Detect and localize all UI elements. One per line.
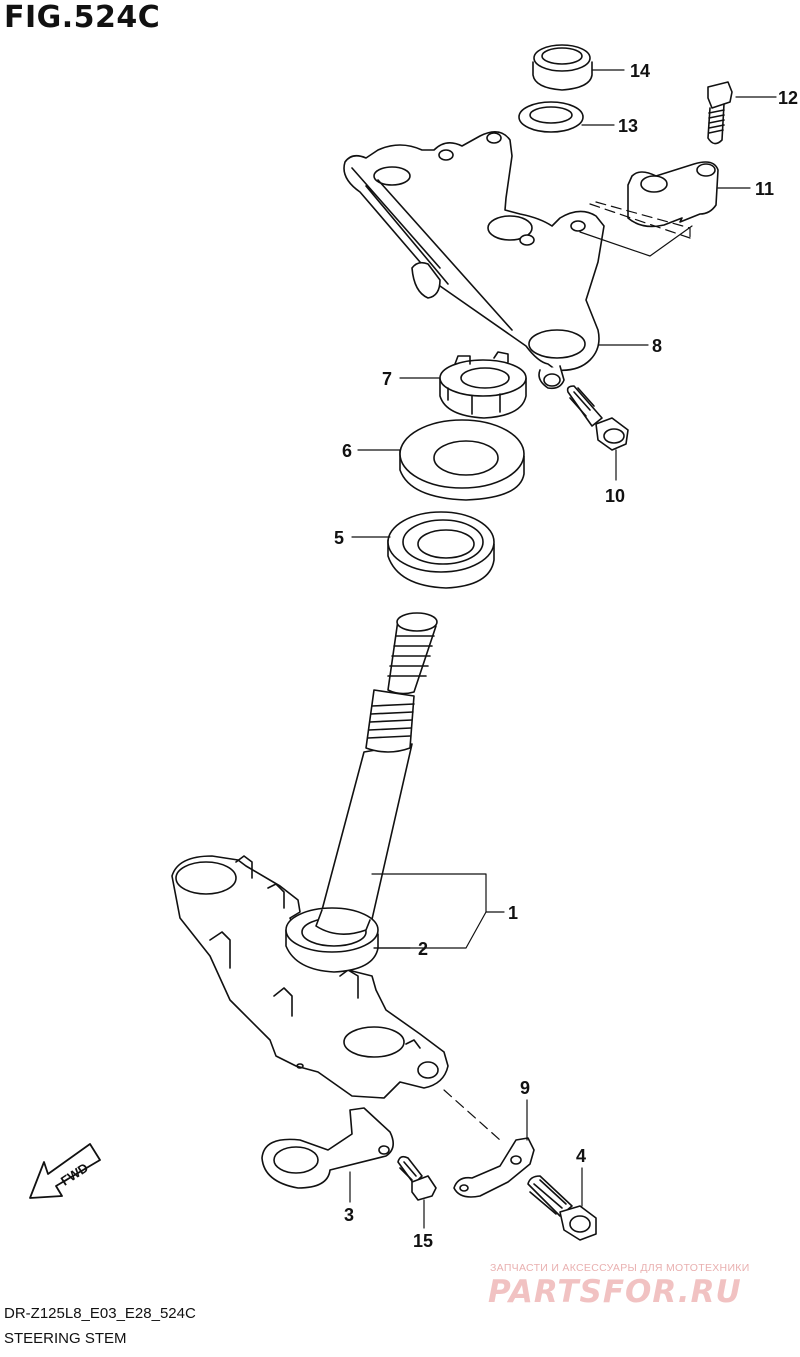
callout-2: 2 [418, 939, 428, 959]
part-1-steering-stem [171, 612, 449, 1099]
part-10-bolt [566, 385, 629, 451]
part-9-clamp-plate [453, 1137, 535, 1198]
callout-14: 14 [630, 61, 650, 81]
part-4-bolt [527, 1175, 597, 1241]
figure-title: FIG.524C [4, 0, 161, 35]
callout-4: 4 [576, 1146, 586, 1166]
callout-15: 15 [413, 1231, 433, 1251]
callout-8: 8 [652, 336, 662, 356]
callout-11: 11 [755, 179, 774, 199]
part-13-washer [518, 101, 584, 133]
model-code: DR-Z125L8_E03_E28_524C [4, 1305, 196, 1322]
part-6-dust-seal [399, 419, 525, 501]
part-5-bearing [387, 511, 495, 589]
part-11-handlebar-holder [627, 161, 719, 228]
callout-labels: 14 13 12 11 8 7 6 5 10 1 2 3 15 9 4 [334, 61, 798, 1251]
part-2-lower-bearing [285, 907, 379, 973]
callout-5: 5 [334, 528, 344, 548]
part-12-bolt [707, 81, 733, 145]
section-name: STEERING STEM [4, 1330, 127, 1347]
callout-6: 6 [342, 441, 352, 461]
watermark-tagline: ЗАПЧАСТИ И АКСЕССУАРЫ ДЛЯ МОТОТЕХНИКИ [490, 1262, 750, 1274]
callout-7: 7 [382, 369, 392, 389]
part-3-hose-guide [261, 1107, 394, 1189]
part-14-cap [532, 44, 593, 91]
callout-9: 9 [520, 1078, 530, 1098]
callout-13: 13 [618, 116, 638, 136]
callout-3: 3 [344, 1205, 354, 1225]
callout-12: 12 [778, 88, 798, 108]
callout-1: 1 [508, 903, 518, 923]
callout-10: 10 [605, 486, 625, 506]
part-8-upper-bracket [343, 131, 605, 390]
part-7-stem-nut [439, 351, 527, 419]
leader-lines [349, 69, 777, 1229]
alignment-lines [443, 201, 693, 1141]
fwd-arrow [29, 1143, 101, 1199]
watermark-logo: PARTSFOR.RU [488, 1274, 742, 1310]
part-15-bolt [397, 1155, 437, 1201]
